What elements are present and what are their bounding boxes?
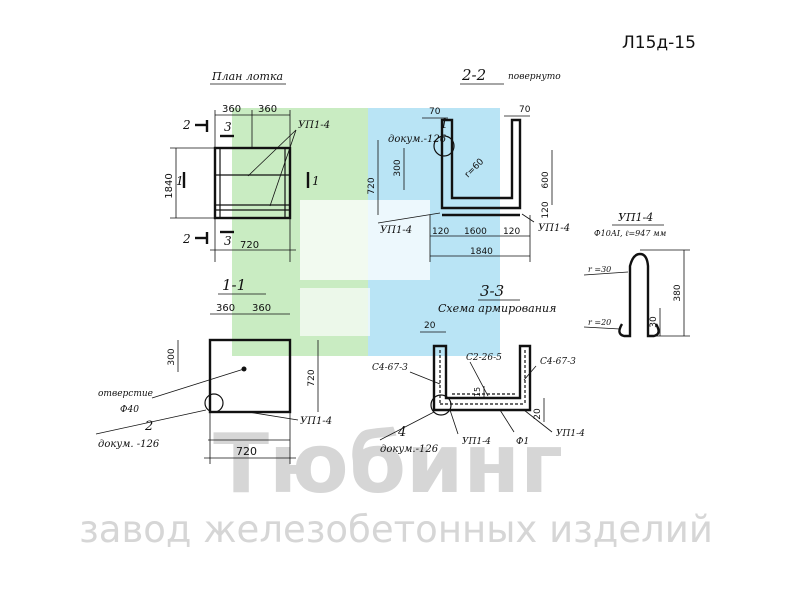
plan-mark-1-right: 1 <box>312 174 320 188</box>
section33-callout-doc: докум.-126 <box>380 444 439 455</box>
section11-dim-w2: 360 <box>252 303 271 314</box>
watermark-tagline: завод железобетонных изделий <box>79 508 713 551</box>
loop-r20: r =20 <box>588 318 611 327</box>
section11-title: 1-1 <box>222 276 246 294</box>
plan-mark-1-left: 1 <box>176 174 184 188</box>
section22-dim-b1840: 1840 <box>470 247 493 257</box>
plan-dim-w-left: 360 <box>222 104 241 115</box>
section33-dim-20b: 20 <box>533 408 543 420</box>
watermark-brand: Тюбинг <box>213 417 563 512</box>
plan-view: План лотка 360 360 1840 2 2 3 3 1 <box>164 70 330 262</box>
plan-dim-height: 1840 <box>164 173 175 198</box>
section22-callout-doc: докум.-126 <box>388 134 447 145</box>
section22-dim-top2: 70 <box>519 105 531 115</box>
section22-ref-right: УП1-4 <box>538 223 570 234</box>
section11-dim-h300: 300 <box>167 348 177 365</box>
loop-detail: УП1-4 Ф10АI, ℓ=947 мм r =30 r =20 30 380 <box>583 211 690 338</box>
watermark-logo <box>232 108 500 356</box>
plan-mark-3-bottom: 3 <box>224 234 232 248</box>
section33-c4-left: С4-67-3 <box>372 363 408 373</box>
section33-subtitle: Схема армирования <box>438 302 556 315</box>
section22-dim-h720: 720 <box>367 177 377 194</box>
section22-dim-top1: 70 <box>429 107 441 117</box>
section33-c2: С2-26-5 <box>466 353 502 363</box>
plan-outline <box>213 146 292 220</box>
section11-callout-circle <box>204 393 224 413</box>
section11-hole-dia: Ф40 <box>120 405 139 415</box>
loop-r30: r =30 <box>588 265 611 274</box>
loop-d30: 30 <box>649 316 659 328</box>
plan-mark-3-top: 3 <box>224 120 232 134</box>
section22-outline <box>440 118 522 210</box>
section22-callout-circle <box>433 135 455 157</box>
section33-callout-num: 4 <box>397 425 406 440</box>
section22-dim-b120b: 120 <box>503 227 520 237</box>
section11-callout-num: 2 <box>144 419 153 434</box>
section22-note: повернуто <box>508 72 561 82</box>
plan-ref-up14: УП1-4 <box>298 120 330 131</box>
section33-up-b: УП1-4 <box>556 429 585 439</box>
section33-callout-circle <box>430 394 452 416</box>
loop-title: УП1-4 <box>618 211 653 224</box>
logo-cutout <box>300 200 430 280</box>
loop-spec: Ф10АI, ℓ=947 мм <box>594 229 667 238</box>
section33-c4-right: С4-67-3 <box>540 357 576 367</box>
plan-dim-w-right: 360 <box>258 104 277 115</box>
section22-callout-num: 1 <box>440 117 448 132</box>
section22-dim-h300: 300 <box>393 159 403 176</box>
logo-cutout-2 <box>300 288 370 336</box>
section11-ref: УП1-4 <box>300 416 332 427</box>
section11-hole-label: отверстие <box>98 389 153 399</box>
section11-dim-w1: 360 <box>216 303 235 314</box>
plan-title: План лотка <box>211 70 283 83</box>
plan-dim-total: 720 <box>240 240 259 251</box>
section-1-1: 1-1 360 360 300 720 отверстие Ф40 2 доку… <box>95 276 332 464</box>
section-2-2: 2-2 повернуто 70 70 1 докум.-126 720 300… <box>367 66 570 262</box>
section-3-3: 3-3 Схема армирования 20 С4-67-3 С2-26-5… <box>372 282 585 455</box>
loop-d380: 380 <box>673 284 683 301</box>
section22-dim-b1600: 1600 <box>464 227 487 237</box>
sheet-code: Л15д-15 <box>622 33 696 53</box>
section22-dim-b120a: 120 <box>432 227 449 237</box>
section11-dim-h720: 720 <box>307 369 317 386</box>
section11-dim-w720: 720 <box>236 445 257 458</box>
section33-outline <box>432 344 532 412</box>
section22-dim-h120: 120 <box>541 201 551 218</box>
section33-up-a: УП1-4 <box>462 437 491 447</box>
section33-dim-20a: 20 <box>424 321 436 331</box>
loop-shape <box>618 252 660 338</box>
section33-dim-15: 15 <box>473 387 482 397</box>
section22-title: 2-2 <box>461 66 486 84</box>
section22-ref-left: УП1-4 <box>380 225 412 236</box>
section11-callout-doc: докум. -126 <box>98 439 160 450</box>
section33-f1: Ф1 <box>516 437 529 447</box>
plan-mark-2-top: 2 <box>182 118 191 132</box>
section22-dim-h600: 600 <box>541 171 551 188</box>
section33-title: 3-3 <box>480 282 504 300</box>
plan-mark-2-bottom: 2 <box>182 232 191 246</box>
